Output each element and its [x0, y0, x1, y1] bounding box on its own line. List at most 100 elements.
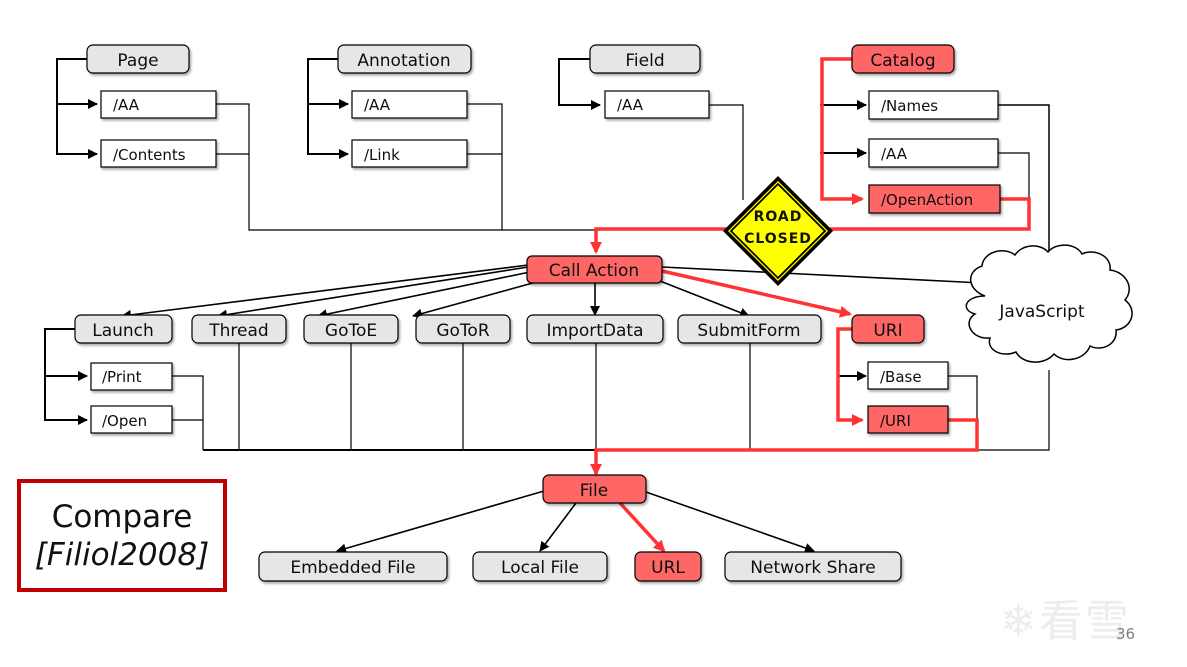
node-url[interactable]: URL	[634, 551, 702, 582]
key-annotation-aa-label: /AA	[364, 96, 391, 114]
node-thread-label: Thread	[208, 321, 268, 341]
bracket-launch	[44, 328, 88, 425]
arrow-to-local-file	[539, 502, 577, 552]
bracket-page	[56, 58, 98, 159]
node-uri-label: URI	[873, 321, 902, 341]
node-importdata[interactable]: ImportData	[526, 314, 664, 344]
node-importdata-label: ImportData	[546, 321, 643, 341]
key-uri-uri[interactable]: /URI	[867, 405, 949, 434]
key-field-aa[interactable]: /AA	[604, 90, 710, 119]
node-network-share[interactable]: Network Share	[724, 551, 902, 582]
tree-brackets	[44, 58, 1054, 425]
compare-callout: Compare [Filiol2008]	[17, 479, 227, 592]
key-launch-print[interactable]: /Print	[90, 362, 173, 391]
key-page-contents[interactable]: /Contents	[100, 139, 217, 168]
path-openaction-to-callaction	[590, 197, 1031, 254]
arrow-names-to-javascript	[998, 104, 1054, 261]
key-catalog-openaction-label: /OpenAction	[881, 191, 973, 209]
key-page-contents-label: /Contents	[113, 146, 186, 164]
node-submitform-label: SubmitForm	[697, 321, 800, 341]
key-field-aa-label: /AA	[617, 96, 644, 114]
node-javascript-label: JavaScript	[998, 302, 1085, 322]
connector-catalog-aa	[998, 152, 1030, 198]
key-launch-open-label: /Open	[102, 412, 147, 430]
node-thread[interactable]: Thread	[191, 314, 287, 344]
bracket-field	[558, 58, 601, 110]
key-catalog-aa-label: /AA	[881, 145, 908, 163]
key-annotation-link-label: /Link	[364, 146, 400, 164]
call-action-arrows	[121, 264, 983, 320]
key-page-aa[interactable]: /AA	[100, 90, 217, 119]
node-annotation-label: Annotation	[357, 51, 450, 71]
path-uri-to-uri-key	[836, 327, 864, 426]
bracket-annotation	[307, 58, 349, 159]
node-gotor-label: GoToR	[436, 321, 489, 341]
connector-launch-print	[172, 375, 204, 450]
compare-reference: [Filiol2008]	[34, 536, 210, 573]
key-catalog-aa[interactable]: /AA	[868, 138, 999, 168]
node-catalog[interactable]: Catalog	[851, 44, 955, 74]
node-local-file-label: Local File	[501, 558, 579, 578]
arrow-to-javascript	[661, 266, 983, 288]
key-catalog-names[interactable]: /Names	[868, 90, 999, 120]
arrow-to-gotor	[412, 280, 541, 319]
key-uri-uri-label: /URI	[880, 412, 911, 430]
node-url-label: URL	[651, 558, 685, 578]
node-gotoe-label: GoToE	[325, 321, 377, 341]
road-sign-line1: ROAD	[754, 209, 803, 225]
key-page-aa-label: /AA	[113, 96, 140, 114]
road-closed-sign: ROAD CLOSED	[723, 176, 833, 286]
arrow-to-submitform	[659, 280, 750, 318]
arrow-to-gotoe	[317, 271, 531, 320]
node-javascript-cloud[interactable]: JavaScript	[965, 244, 1133, 363]
node-gotoe[interactable]: GoToE	[303, 314, 399, 344]
node-launch[interactable]: Launch	[74, 314, 173, 344]
node-page-label: Page	[117, 51, 158, 71]
node-submitform[interactable]: SubmitForm	[677, 314, 822, 344]
connector-annot-aa	[467, 103, 503, 230]
node-field[interactable]: Field	[589, 44, 701, 74]
file-arrows	[336, 490, 815, 554]
exploit-path	[590, 57, 1031, 553]
node-local-file[interactable]: Local File	[472, 551, 608, 582]
node-call-action[interactable]: Call Action	[526, 255, 663, 284]
connector-page-aa	[216, 103, 503, 231]
key-catalog-openaction[interactable]: /OpenAction	[868, 184, 1001, 214]
path-catalog-openaction	[820, 57, 864, 205]
arrow-to-launch	[121, 264, 529, 320]
node-catalog-label: Catalog	[870, 51, 935, 71]
node-field-label: Field	[625, 51, 664, 71]
path-callaction-to-uri	[661, 269, 852, 318]
key-launch-print-label: /Print	[102, 368, 142, 386]
road-sign-line2: CLOSED	[744, 231, 812, 247]
node-file[interactable]: File	[542, 474, 647, 504]
node-annotation[interactable]: Annotation	[337, 44, 472, 74]
connector-field-aa	[709, 104, 744, 200]
node-embedded-file-label: Embedded File	[290, 558, 415, 578]
key-uri-base-label: /Base	[880, 368, 922, 386]
node-network-share-label: Network Share	[750, 558, 875, 578]
key-catalog-names-label: /Names	[881, 97, 938, 115]
key-annotation-link[interactable]: /Link	[351, 139, 468, 168]
node-file-label: File	[580, 481, 608, 501]
path-uri-to-file	[590, 418, 979, 476]
arrow-to-network-share	[645, 491, 815, 553]
page-number: 36	[1116, 625, 1136, 643]
node-launch-label: Launch	[92, 321, 154, 341]
node-call-action-label: Call Action	[549, 261, 639, 281]
watermark-logo: ❄看雪	[1000, 596, 1131, 647]
arrow-to-embedded-file	[336, 490, 545, 554]
key-launch-open[interactable]: /Open	[90, 405, 173, 434]
path-file-to-url	[618, 501, 666, 553]
arrow-to-thread	[217, 266, 529, 320]
connector-uri-base	[948, 375, 978, 450]
compare-title: Compare	[51, 498, 193, 535]
node-uri[interactable]: URI	[851, 314, 925, 344]
connector-javascript	[977, 370, 1050, 451]
node-gotor[interactable]: GoToR	[415, 314, 511, 344]
key-uri-base[interactable]: /Base	[867, 361, 949, 390]
node-embedded-file[interactable]: Embedded File	[258, 551, 448, 582]
node-page[interactable]: Page	[86, 44, 190, 74]
key-annotation-aa[interactable]: /AA	[351, 90, 468, 119]
